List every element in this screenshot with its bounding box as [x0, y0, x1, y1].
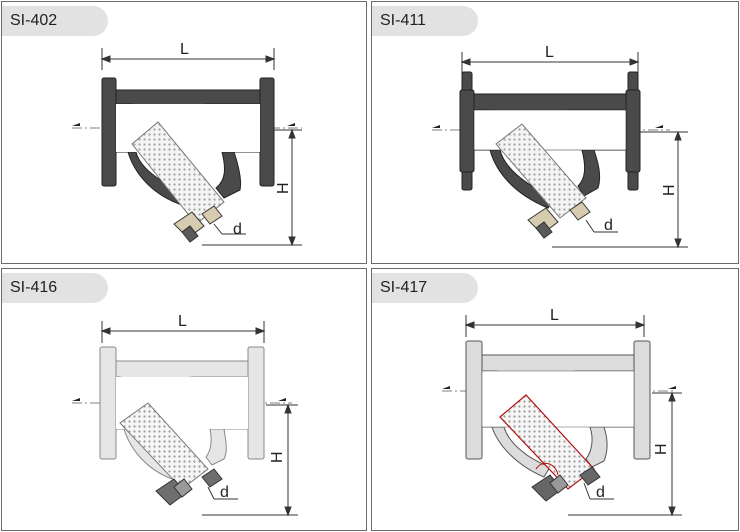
- drain-cap: [155, 468, 223, 506]
- strainer-drawing: L H: [432, 44, 688, 249]
- length-label: L: [178, 313, 187, 330]
- drain-label: d: [220, 484, 229, 501]
- drain-cap: [527, 201, 591, 239]
- length-label: L: [180, 41, 189, 58]
- drain-leader: [207, 486, 238, 500]
- panel-si-411: SI-411 L: [371, 1, 739, 264]
- length-dimension: [100, 48, 276, 70]
- model-tag: SI-416: [2, 273, 108, 303]
- drain-cap: [173, 205, 223, 243]
- panel-si-416: SI-416 L: [1, 268, 367, 531]
- drain-leader: [585, 219, 618, 233]
- strainer-screen: [495, 123, 587, 219]
- height-dimension: [552, 130, 688, 249]
- drain-label: d: [604, 217, 613, 234]
- panel-si-417: SI-417 L: [371, 268, 739, 531]
- strainer-drawing: L H d: [442, 307, 682, 517]
- drain-leader: [583, 482, 614, 500]
- height-label: H: [653, 443, 670, 455]
- length-label: L: [550, 307, 559, 324]
- length-label: L: [545, 44, 554, 61]
- strainer-screen: [119, 402, 209, 490]
- strainer-drawing: L H: [72, 41, 302, 247]
- model-tag: SI-411: [372, 6, 478, 36]
- height-label: H: [275, 182, 292, 194]
- model-tag: SI-402: [2, 6, 108, 36]
- height-label: H: [661, 184, 678, 196]
- drain-cap: [531, 466, 601, 502]
- height-dimension: [202, 403, 298, 517]
- height-label: H: [269, 451, 286, 463]
- drain-label: d: [233, 221, 242, 238]
- drain-leader: [213, 223, 246, 235]
- height-dimension: [568, 391, 682, 517]
- panel-si-402: SI-402 L: [1, 1, 367, 264]
- length-dimension: [464, 315, 646, 337]
- model-tag: SI-417: [372, 273, 478, 303]
- length-dimension: [100, 321, 266, 343]
- drain-label: d: [596, 484, 605, 501]
- height-dimension: [202, 128, 302, 247]
- strainer-screen: [131, 121, 225, 225]
- strainer-drawing: L H d: [72, 313, 298, 517]
- length-dimension: [460, 52, 640, 74]
